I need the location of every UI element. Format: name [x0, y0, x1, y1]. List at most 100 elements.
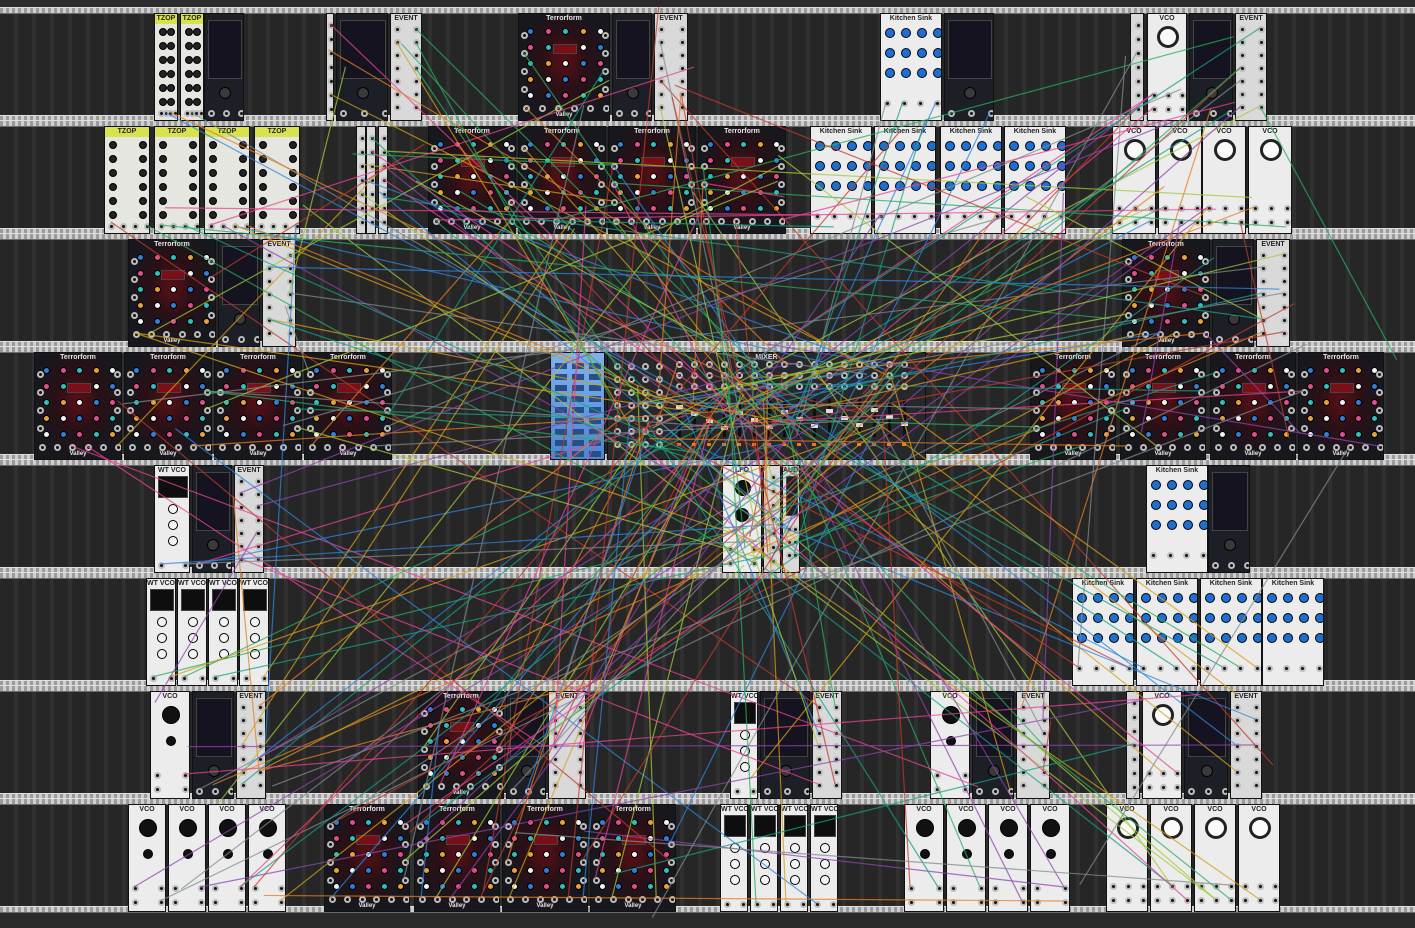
- mute-led[interactable]: [902, 443, 906, 446]
- jack[interactable]: [1213, 425, 1220, 432]
- jack[interactable]: [521, 32, 528, 39]
- jack[interactable]: [611, 145, 618, 152]
- terrarium-knob[interactable]: [1219, 415, 1226, 422]
- terrarium-knob[interactable]: [1145, 367, 1152, 374]
- jack[interactable]: [384, 407, 391, 414]
- frequency-knob[interactable]: [259, 819, 277, 837]
- terrarium-knob[interactable]: [475, 770, 482, 777]
- tzop-knob[interactable]: [139, 141, 147, 149]
- jack[interactable]: [1125, 444, 1132, 451]
- kitchen-knob[interactable]: [901, 48, 911, 58]
- jack[interactable]: [1239, 104, 1246, 111]
- jack[interactable]: [593, 823, 600, 830]
- jack[interactable]: [1258, 26, 1265, 33]
- wt-knob[interactable]: [740, 762, 750, 772]
- jack[interactable]: [158, 899, 165, 906]
- terrarium-knob[interactable]: [1071, 367, 1078, 374]
- jack[interactable]: [1109, 444, 1115, 451]
- jack[interactable]: [1258, 65, 1265, 72]
- jack[interactable]: [614, 428, 621, 435]
- jack[interactable]: [358, 163, 365, 170]
- jack[interactable]: [508, 145, 515, 152]
- jack[interactable]: [1377, 444, 1383, 451]
- jack[interactable]: [1041, 704, 1048, 711]
- jack[interactable]: [814, 213, 821, 220]
- jack[interactable]: [266, 304, 273, 311]
- jack[interactable]: [261, 675, 268, 682]
- tzop-knob[interactable]: [209, 169, 217, 177]
- jack[interactable]: [552, 704, 559, 711]
- jack[interactable]: [1179, 106, 1186, 113]
- jack[interactable]: [132, 899, 139, 906]
- jack[interactable]: [614, 363, 621, 370]
- terrarium-knob[interactable]: [223, 415, 230, 422]
- terrarium-knob[interactable]: [486, 173, 494, 180]
- terrarium-knob[interactable]: [329, 415, 337, 422]
- jack[interactable]: [1033, 371, 1040, 378]
- terrarium-knob[interactable]: [423, 835, 430, 842]
- terrarium-knob[interactable]: [333, 851, 340, 858]
- jack[interactable]: [1258, 78, 1265, 85]
- jack[interactable]: [402, 841, 409, 848]
- tzop-knob[interactable]: [189, 155, 197, 163]
- jack[interactable]: [521, 145, 528, 152]
- jack[interactable]: [433, 896, 441, 903]
- jack[interactable]: [577, 756, 584, 763]
- jack[interactable]: [769, 488, 777, 495]
- terrarium-knob[interactable]: [1145, 383, 1152, 390]
- terrarium-knob[interactable]: [133, 367, 140, 374]
- jack[interactable]: [508, 199, 515, 206]
- frequency-knob[interactable]: [1260, 139, 1282, 161]
- jack[interactable]: [182, 772, 189, 779]
- terrarium-knob[interactable]: [459, 738, 466, 745]
- pulse-width-knob[interactable]: [143, 849, 153, 859]
- terrarium-knob[interactable]: [1177, 431, 1184, 438]
- tzop-knob[interactable]: [139, 183, 147, 191]
- terrarium-knob[interactable]: [511, 883, 518, 890]
- jack[interactable]: [721, 372, 728, 379]
- tzop-knob[interactable]: [185, 84, 193, 92]
- main-knob[interactable]: [1228, 313, 1240, 326]
- jack[interactable]: [368, 177, 375, 184]
- jack[interactable]: [1178, 219, 1185, 226]
- main-knob[interactable]: [208, 765, 220, 778]
- jack[interactable]: [413, 91, 420, 98]
- jack[interactable]: [238, 556, 245, 563]
- terrarium-knob[interactable]: [1131, 254, 1138, 261]
- terrarium-knob[interactable]: [329, 367, 337, 374]
- jack[interactable]: [172, 110, 177, 117]
- terrarium-knob[interactable]: [544, 92, 552, 99]
- kitchen-knob[interactable]: [961, 181, 971, 191]
- jack[interactable]: [212, 788, 219, 795]
- terrarium-knob[interactable]: [1219, 367, 1226, 374]
- terrarium-knob[interactable]: [1087, 399, 1094, 406]
- terrarium-knob[interactable]: [423, 819, 430, 826]
- seq-button[interactable]: [555, 418, 567, 424]
- mute-led[interactable]: [737, 443, 741, 446]
- terrarium-knob[interactable]: [631, 883, 638, 890]
- jack[interactable]: [394, 78, 401, 85]
- jack[interactable]: [1184, 883, 1191, 890]
- kitchen-knob[interactable]: [1221, 633, 1231, 643]
- jack[interactable]: [577, 704, 584, 711]
- jack[interactable]: [1178, 205, 1185, 212]
- jack[interactable]: [108, 223, 115, 230]
- mute-led[interactable]: [722, 443, 726, 446]
- jack[interactable]: [199, 675, 206, 682]
- tzop-knob[interactable]: [239, 141, 247, 149]
- jack[interactable]: [369, 444, 377, 451]
- jack[interactable]: [413, 65, 420, 72]
- kitchen-knob[interactable]: [1041, 141, 1051, 151]
- jack[interactable]: [577, 730, 584, 737]
- jack[interactable]: [1281, 265, 1288, 272]
- seq-button[interactable]: [572, 451, 584, 457]
- jack[interactable]: [1198, 425, 1205, 432]
- jack[interactable]: [691, 383, 698, 390]
- jack[interactable]: [69, 444, 77, 451]
- kitchen-knob[interactable]: [1173, 593, 1183, 603]
- jack[interactable]: [403, 896, 409, 903]
- jack[interactable]: [413, 104, 420, 111]
- kitchen-knob[interactable]: [917, 48, 927, 58]
- terrarium-knob[interactable]: [423, 883, 430, 890]
- jack[interactable]: [552, 756, 559, 763]
